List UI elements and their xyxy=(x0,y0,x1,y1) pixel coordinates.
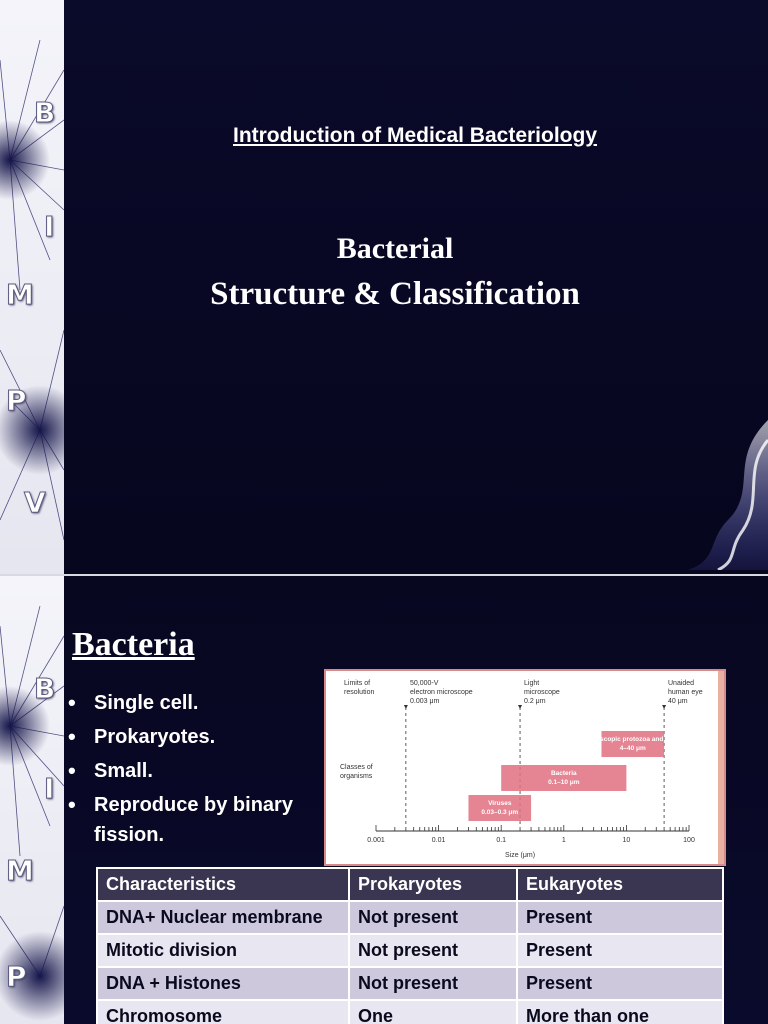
axis-tick-label: 0.01 xyxy=(432,837,446,844)
side-letter: M xyxy=(6,854,35,888)
axis-tick-label: 10 xyxy=(623,837,631,844)
table-header-cell: Characteristics xyxy=(96,867,350,902)
size-band xyxy=(468,795,532,821)
slide-heading: Bacteria xyxy=(72,626,195,663)
axis-tick-label: 1 xyxy=(562,837,566,844)
table-cell: Not present xyxy=(348,966,518,1001)
table-cell: Not present xyxy=(348,933,518,968)
side-decoration: B I M P V xyxy=(0,0,64,574)
side-letter: B xyxy=(33,96,56,130)
content-slide: B I M P Bacteria Single cell. Prokaryote… xyxy=(0,576,768,1024)
side-letter: M xyxy=(6,278,35,312)
table-cell: Mitotic division xyxy=(96,933,350,968)
table-cell: Present xyxy=(516,933,724,968)
bullet-item: Prokaryotes. xyxy=(64,722,334,752)
table-header-cell: Prokaryotes xyxy=(348,867,518,902)
table-cell: More than one xyxy=(516,999,724,1024)
starburst-decoration xyxy=(0,39,64,541)
side-letter: B xyxy=(33,672,56,706)
title-slide: B I M P V Introduction of Medical Bacter… xyxy=(0,0,768,574)
slide-title-line2: Structure & Classification xyxy=(210,276,580,312)
slide-kicker: Introduction of Medical Bacteriology xyxy=(232,124,598,147)
size-band xyxy=(601,731,665,757)
side-letter: P xyxy=(6,384,28,418)
smoke-decoration xyxy=(688,420,768,570)
table-header-cell: Eukaryotes xyxy=(516,867,724,902)
axis-tick-label: 100 xyxy=(683,837,695,844)
table-cell: Not present xyxy=(348,900,518,935)
axis-tick-label: 0.1 xyxy=(496,837,506,844)
resolution-limit-arrow xyxy=(403,705,408,709)
resolution-limit-arrow xyxy=(518,705,523,709)
table-cell: Present xyxy=(516,966,724,1001)
slide-separator xyxy=(0,574,768,576)
size-band-label: Microscopic protozoa and fungi,4–40 μm xyxy=(583,736,683,752)
bullet-item: Single cell. xyxy=(64,688,334,718)
bullet-item: Reproduce by binary fission. xyxy=(64,790,334,850)
bullet-list: Single cell. Prokaryotes. Small. Reprodu… xyxy=(64,688,334,854)
resolution-limit-arrow xyxy=(662,705,667,709)
table-cell: DNA+ Nuclear membrane xyxy=(96,900,350,935)
table-cell: Chromosome xyxy=(96,999,350,1024)
side-decoration: B I M P xyxy=(0,576,64,1024)
side-letter: V xyxy=(24,486,47,520)
side-letter: I xyxy=(43,210,55,244)
starburst-decoration xyxy=(0,605,64,1021)
axis-tick-label: 0.001 xyxy=(367,837,385,844)
side-letter: I xyxy=(43,772,55,806)
slide-title-line1: Bacterial xyxy=(336,232,454,265)
bullet-item: Small. xyxy=(64,756,334,786)
size-band xyxy=(501,765,627,791)
table-cell: DNA + Histones xyxy=(96,966,350,1001)
table-cell: One xyxy=(348,999,518,1024)
axis-label: Size (μm) xyxy=(505,852,535,859)
side-letter: P xyxy=(6,960,28,994)
table-cell: Present xyxy=(516,900,724,935)
